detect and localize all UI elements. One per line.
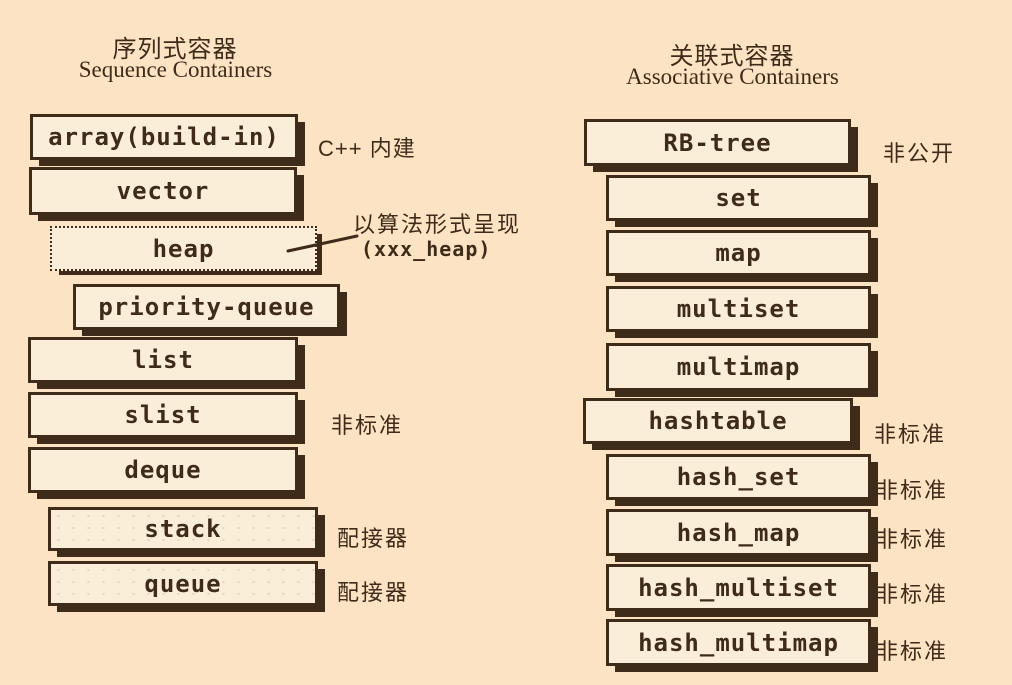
sequence-containers-title-en: Sequence Containers xyxy=(78,57,273,82)
box-slist-label: slist xyxy=(124,401,202,429)
box-multiset: multiset xyxy=(606,286,871,332)
note-rb-tree-private: 非公开 xyxy=(883,141,956,166)
box-heap: heap xyxy=(50,226,317,271)
note-hashtable-nonstandard: 非标准 xyxy=(874,422,947,447)
box-slist: slist xyxy=(28,392,298,438)
box-vector: vector xyxy=(29,167,297,215)
box-hash-multiset-label: hash_multiset xyxy=(638,573,839,602)
box-hash-map: hash_map xyxy=(606,509,871,556)
heap-annotation-leader-line xyxy=(286,234,359,253)
box-array: array(build-in) xyxy=(30,114,298,160)
box-array-label: array(build-in) xyxy=(48,123,280,151)
box-hash-set: hash_set xyxy=(606,454,871,500)
box-deque-label: deque xyxy=(124,456,202,484)
box-rb-tree-label: RB-tree xyxy=(663,128,772,157)
note-hash-set-nonstandard: 非标准 xyxy=(876,478,949,503)
note-heap-line2: (xxx_heap) xyxy=(361,237,492,261)
box-stack-label: stack xyxy=(144,515,222,543)
box-heap-label: heap xyxy=(152,234,215,263)
box-multimap-label: multimap xyxy=(676,353,801,381)
box-hashtable-label: hashtable xyxy=(648,407,788,435)
box-rb-tree: RB-tree xyxy=(584,119,851,166)
note-queue-adapter: 配接器 xyxy=(337,580,410,605)
box-priority-queue: priority-queue xyxy=(73,284,340,330)
box-list: list xyxy=(28,337,298,383)
box-hash-multimap-label: hash_multimap xyxy=(638,628,839,657)
box-hash-multiset: hash_multiset xyxy=(606,564,871,611)
note-stack-adapter: 配接器 xyxy=(337,526,410,551)
note-hash-multimap-nonstandard: 非标准 xyxy=(876,639,949,664)
associative-containers-title-zh: 关联式容器 xyxy=(669,43,795,70)
note-heap-line1: 以算法形式呈现 xyxy=(353,212,522,237)
box-map-label: map xyxy=(715,239,762,267)
box-priority-queue-label: priority-queue xyxy=(98,293,315,321)
box-queue-label: queue xyxy=(144,569,222,598)
box-hash-set-label: hash_set xyxy=(676,463,801,491)
note-array-cpp-builtin: C++ 内建 xyxy=(318,136,416,161)
box-hashtable: hashtable xyxy=(583,398,853,444)
note-hash-map-nonstandard: 非标准 xyxy=(876,527,949,552)
box-hash-multimap: hash_multimap xyxy=(606,619,871,666)
box-set: set xyxy=(606,175,871,221)
box-queue: queue xyxy=(48,561,318,606)
sequence-containers-title-zh: 序列式容器 xyxy=(112,36,238,63)
box-multiset-label: multiset xyxy=(676,295,801,323)
box-list-label: list xyxy=(132,346,194,374)
box-hash-map-label: hash_map xyxy=(676,518,801,547)
box-vector-label: vector xyxy=(116,177,210,205)
box-deque: deque xyxy=(28,447,298,493)
note-slist-nonstandard: 非标准 xyxy=(331,413,404,438)
box-set-label: set xyxy=(715,184,762,212)
associative-containers-title-en: Associative Containers xyxy=(626,64,839,89)
box-stack: stack xyxy=(48,507,318,551)
box-multimap: multimap xyxy=(606,343,871,391)
note-hash-multiset-nonstandard: 非标准 xyxy=(876,582,949,607)
box-map: map xyxy=(606,230,871,276)
